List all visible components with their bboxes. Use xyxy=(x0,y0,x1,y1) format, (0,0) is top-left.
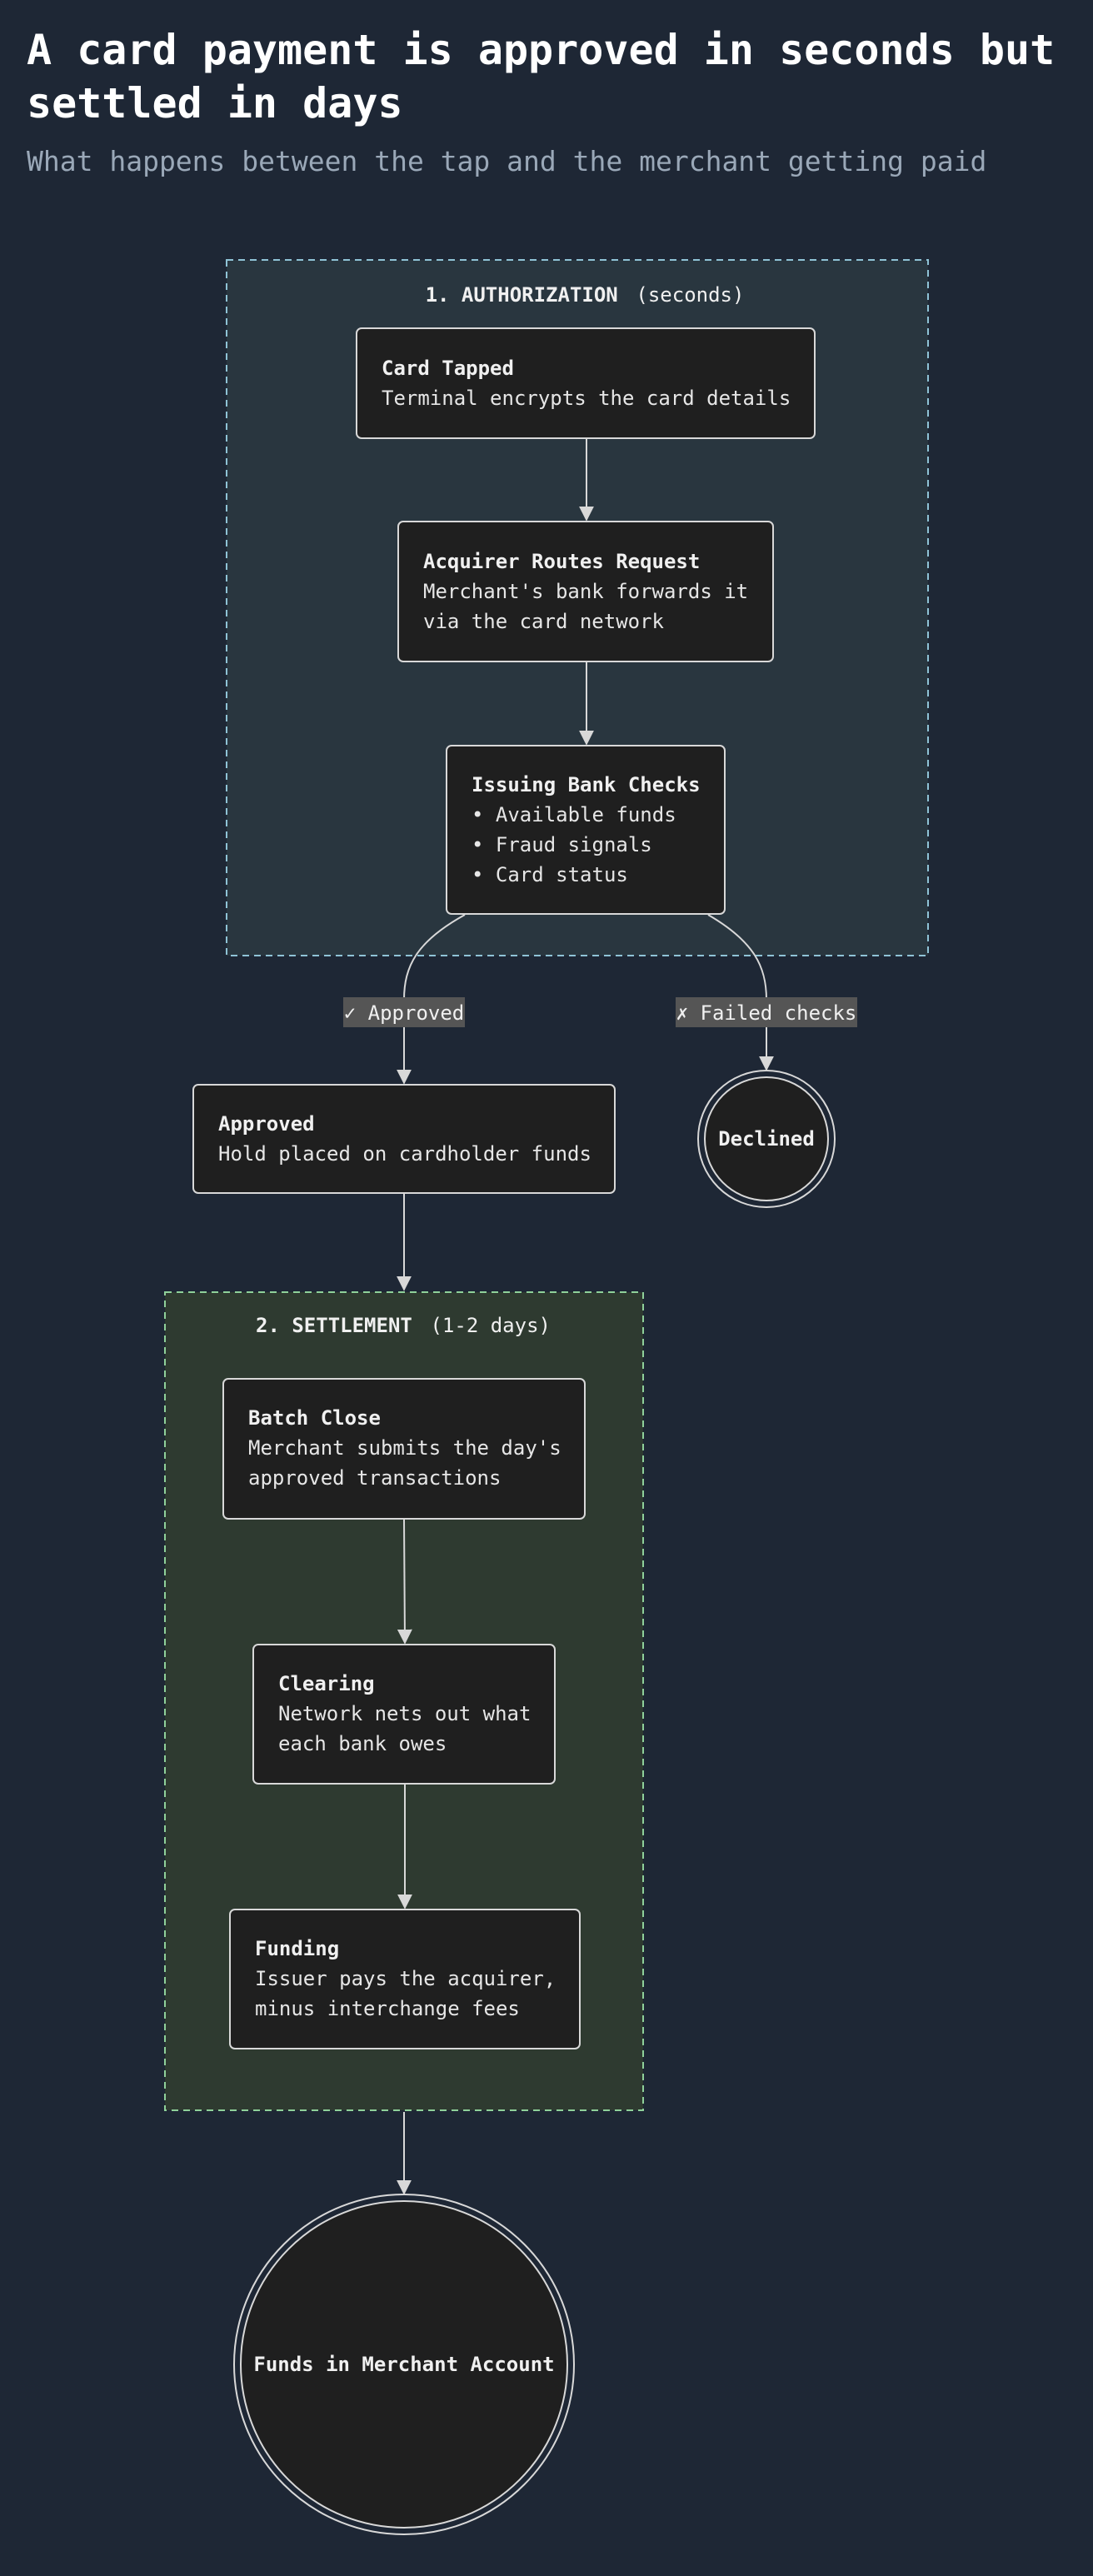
node-issuing-line-2: • Fraud signals xyxy=(472,833,652,856)
node-batch-close-line-2: approved transactions xyxy=(248,1466,501,1490)
edge-label-failed-bg xyxy=(676,997,857,1027)
node-card-tapped-line-1: Terminal encrypts the card details xyxy=(382,387,791,410)
node-issuing-line-3: • Card status xyxy=(472,863,628,886)
edge-issuing-to-approved xyxy=(397,914,466,1085)
node-acquirer-line-2: via the card network xyxy=(423,610,665,633)
node-funding-line-2: minus interchange fees xyxy=(255,1997,520,2020)
node-funding-line-1: Issuer pays the acquirer, xyxy=(255,1967,556,1990)
node-acquirer-title: Acquirer Routes Request xyxy=(423,550,700,573)
edge-label-approved-bg xyxy=(343,997,465,1027)
page-subtitle: What happens between the tap and the mer… xyxy=(27,145,987,177)
node-funds-in-merchant-account: Funds in Merchant Account xyxy=(233,2194,575,2535)
node-funding-title: Funding xyxy=(255,1937,339,1960)
node-clearing: Clearing Network nets out what each bank… xyxy=(252,1644,556,1785)
page-title: A card payment is approved in seconds bu… xyxy=(27,26,1056,127)
edge-batch-to-clearing xyxy=(397,1519,412,1645)
node-card-tapped-title: Card Tapped xyxy=(382,357,514,380)
node-batch-close: Batch Close Merchant submits the day's a… xyxy=(222,1378,586,1520)
node-funds-title: Funds in Merchant Account xyxy=(253,2353,554,2376)
edge-label-approved: ✓ Approved xyxy=(343,997,465,1027)
node-clearing-line-1: Network nets out what xyxy=(278,1702,531,1725)
edges xyxy=(397,439,774,2195)
node-issuing-title: Issuing Bank Checks xyxy=(472,773,701,796)
edge-label-failed: ✗ Failed checks xyxy=(676,997,857,1027)
node-batch-close-title: Batch Close xyxy=(248,1406,381,1430)
node-issuing: Issuing Bank Checks • Available funds • … xyxy=(446,745,726,915)
settlement-group-label: 2. SETTLEMENT (1-2 days) xyxy=(256,1314,551,1337)
node-declined: Declined xyxy=(697,1070,836,1208)
node-declined-title: Declined xyxy=(718,1127,815,1151)
node-acquirer-line-1: Merchant's bank forwards it xyxy=(423,580,748,603)
node-clearing-title: Clearing xyxy=(278,1672,375,1695)
edge-label-failed-text: ✗ Failed checks xyxy=(676,1001,857,1025)
authorization-group-label: 1. AUTHORIZATION (seconds) xyxy=(426,283,745,307)
node-approved-line-1: Hold placed on cardholder funds xyxy=(218,1142,591,1166)
edge-issuing-to-declined xyxy=(707,914,774,1071)
edge-label-approved-text: ✓ Approved xyxy=(344,1001,465,1025)
node-card-tapped: Card Tapped Terminal encrypts the card d… xyxy=(356,327,816,439)
node-approved-title: Approved xyxy=(218,1112,315,1136)
node-clearing-line-2: each bank owes xyxy=(278,1732,447,1755)
node-approved: Approved Hold placed on cardholder funds xyxy=(192,1084,616,1194)
node-acquirer: Acquirer Routes Request Merchant's bank … xyxy=(397,521,774,662)
node-funding: Funding Issuer pays the acquirer, minus … xyxy=(229,1909,581,2049)
node-batch-close-line-1: Merchant submits the day's xyxy=(248,1436,561,1460)
node-issuing-line-1: • Available funds xyxy=(472,803,676,826)
